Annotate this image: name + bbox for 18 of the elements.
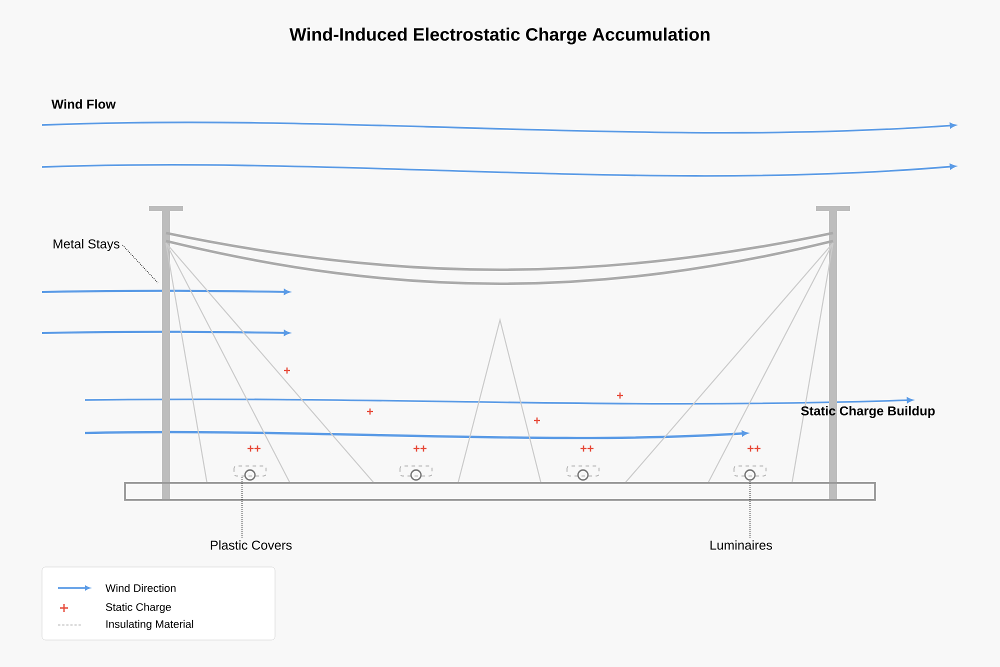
label: Static Charge Buildup [801, 406, 935, 418]
charge-sign: ++ [414, 446, 426, 452]
title: Wind-Induced Electrostatic Charge Accumulation [289, 28, 710, 44]
legend-label: Wind Direction [105, 584, 176, 592]
legend-label: Static Charge [106, 602, 171, 614]
callout-label: Metal Stays [54, 239, 120, 251]
charge-sign: + [534, 418, 540, 424]
callout-label: Luminaires [710, 540, 772, 550]
leader-line [122, 244, 158, 284]
charge-sign: + [284, 368, 290, 374]
legend-label: Insulating Material [106, 620, 194, 630]
charge-sign: + [367, 408, 373, 415]
charge-sign: ++ [248, 446, 260, 452]
heading: Wind Flow [51, 99, 116, 109]
callout-label: Plastic Covers [210, 540, 292, 550]
charge-sign: + [617, 392, 623, 399]
charge-sign: ++ [748, 446, 760, 452]
charge-sign: ++ [580, 446, 594, 452]
